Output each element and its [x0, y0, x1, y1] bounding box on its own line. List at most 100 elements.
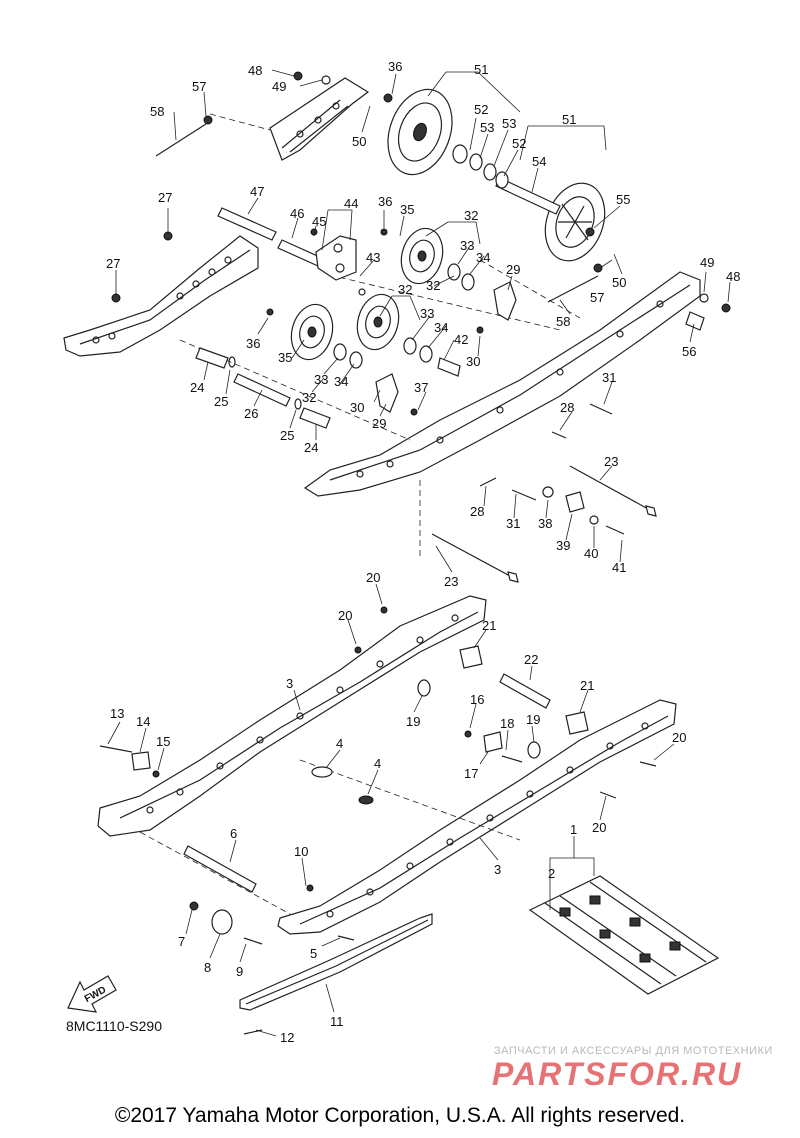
- callout-36: 36: [388, 59, 402, 74]
- callout-19b: 19: [526, 712, 540, 727]
- leader-lines: [107, 69, 731, 1037]
- link-arm: [315, 235, 357, 281]
- callout-45: 45: [312, 214, 326, 229]
- callout-18: 18: [500, 716, 514, 731]
- callout-39: 39: [556, 538, 570, 553]
- watermark-tagline: ЗАПЧАСТИ И АКСЕССУАРЫ ДЛЯ МОТОТЕХНИКИ: [494, 1045, 773, 1057]
- callout-56: 56: [682, 344, 696, 359]
- callout-31b: 31: [506, 516, 520, 531]
- upper-shafts: [217, 207, 323, 267]
- callout-50: 50: [352, 134, 366, 149]
- callout-24: 24: [190, 380, 204, 395]
- callout-54: 54: [532, 154, 546, 169]
- slide-runner: [239, 913, 433, 1011]
- idler-wheel-upper: [400, 227, 444, 285]
- callout-30b: 30: [350, 400, 364, 415]
- callout-22: 22: [524, 652, 538, 667]
- callout-32: 32: [464, 208, 478, 223]
- copyright-notice: ©2017 Yamaha Motor Corporation, U.S.A. A…: [114, 1104, 686, 1127]
- callout-40: 40: [584, 546, 598, 561]
- callout-17: 17: [464, 766, 478, 781]
- callout-34: 34: [476, 250, 490, 265]
- callout-35: 35: [400, 202, 414, 217]
- callout-20d: 20: [592, 820, 606, 835]
- callout-52: 52: [474, 102, 488, 117]
- callout-33b: 33: [420, 306, 434, 321]
- upper-fasteners: [111, 71, 731, 535]
- callout-29b: 29: [372, 416, 386, 431]
- callout-42: 42: [454, 332, 468, 347]
- callout-36c: 36: [246, 336, 260, 351]
- callout-13: 13: [110, 706, 124, 721]
- callout-15: 15: [156, 734, 170, 749]
- rear-idler-wheel-left: [387, 88, 453, 176]
- callout-51b: 51: [562, 112, 576, 127]
- callout-33: 33: [460, 238, 474, 253]
- callout-2: 2: [548, 866, 555, 881]
- callout-33c: 33: [314, 372, 328, 387]
- callout-37: 37: [414, 380, 428, 395]
- callout-9: 9: [236, 964, 243, 979]
- callout-32c: 32: [398, 282, 412, 297]
- callout-53b: 53: [502, 116, 516, 131]
- callout-57: 57: [192, 79, 206, 94]
- callout-57b: 57: [590, 290, 604, 305]
- callout-52b: 52: [512, 136, 526, 151]
- callout-49: 49: [272, 79, 286, 94]
- callout-43: 43: [366, 250, 380, 265]
- callout-58: 58: [150, 104, 164, 119]
- idler-wheel-lower: [290, 303, 334, 361]
- callout-7: 7: [178, 934, 185, 949]
- callout-1: 1: [570, 822, 577, 837]
- callout-34c: 34: [334, 374, 348, 389]
- callout-4b: 4: [374, 756, 381, 771]
- callout-10: 10: [294, 844, 308, 859]
- callout-5: 5: [310, 946, 317, 961]
- long-bolts: [155, 123, 657, 583]
- catalog-code: 8MC1110-S290: [66, 1018, 162, 1034]
- callout-20: 20: [366, 570, 380, 585]
- upper-left-rail: [269, 77, 370, 161]
- track-section: [528, 875, 720, 995]
- callout-35b: 35: [278, 350, 292, 365]
- callout-21b: 21: [580, 678, 594, 693]
- callout-4: 4: [336, 736, 343, 751]
- callout-32d: 32: [302, 390, 316, 405]
- callout-20c: 20: [672, 730, 686, 745]
- fwd-arrow-icon: FWD: [67, 975, 117, 1013]
- callout-3b: 3: [494, 862, 501, 877]
- callout-34b: 34: [434, 320, 448, 335]
- callout-38: 38: [538, 516, 552, 531]
- right-slide-rail: [277, 699, 677, 935]
- callout-53: 53: [480, 120, 494, 135]
- callout-23b: 23: [444, 574, 458, 589]
- callout-46: 46: [290, 206, 304, 221]
- callout-58b: 58: [556, 314, 570, 329]
- callout-49b: 49: [700, 255, 714, 270]
- wheel-brackets: [375, 281, 517, 413]
- callout-31: 31: [602, 370, 616, 385]
- callout-32b: 32: [426, 278, 440, 293]
- callout-14: 14: [136, 714, 150, 729]
- left-frame-rail: [63, 235, 259, 357]
- callout-36b: 36: [378, 194, 392, 209]
- callout-3: 3: [286, 676, 293, 691]
- callout-41: 41: [612, 560, 626, 575]
- callout-24b: 24: [304, 440, 318, 455]
- callout-27: 27: [158, 190, 172, 205]
- callout-20b: 20: [338, 608, 352, 623]
- idler-wheel-middle: [356, 293, 400, 351]
- rear-idler-wheel-right: [544, 182, 606, 262]
- callout-23: 23: [604, 454, 618, 469]
- callout-48b: 48: [726, 269, 740, 284]
- callout-48: 48: [248, 63, 262, 78]
- callout-numbers: 48 49 57 58 50 36 51 52 53 53 52 51 54 5…: [106, 59, 740, 1045]
- callout-27b: 27: [106, 256, 120, 271]
- spacer: [437, 357, 461, 377]
- callout-44: 44: [344, 196, 358, 211]
- callout-25: 25: [214, 394, 228, 409]
- callout-11: 11: [330, 1014, 344, 1029]
- callout-6: 6: [230, 826, 237, 841]
- axle-bearings: [452, 144, 509, 189]
